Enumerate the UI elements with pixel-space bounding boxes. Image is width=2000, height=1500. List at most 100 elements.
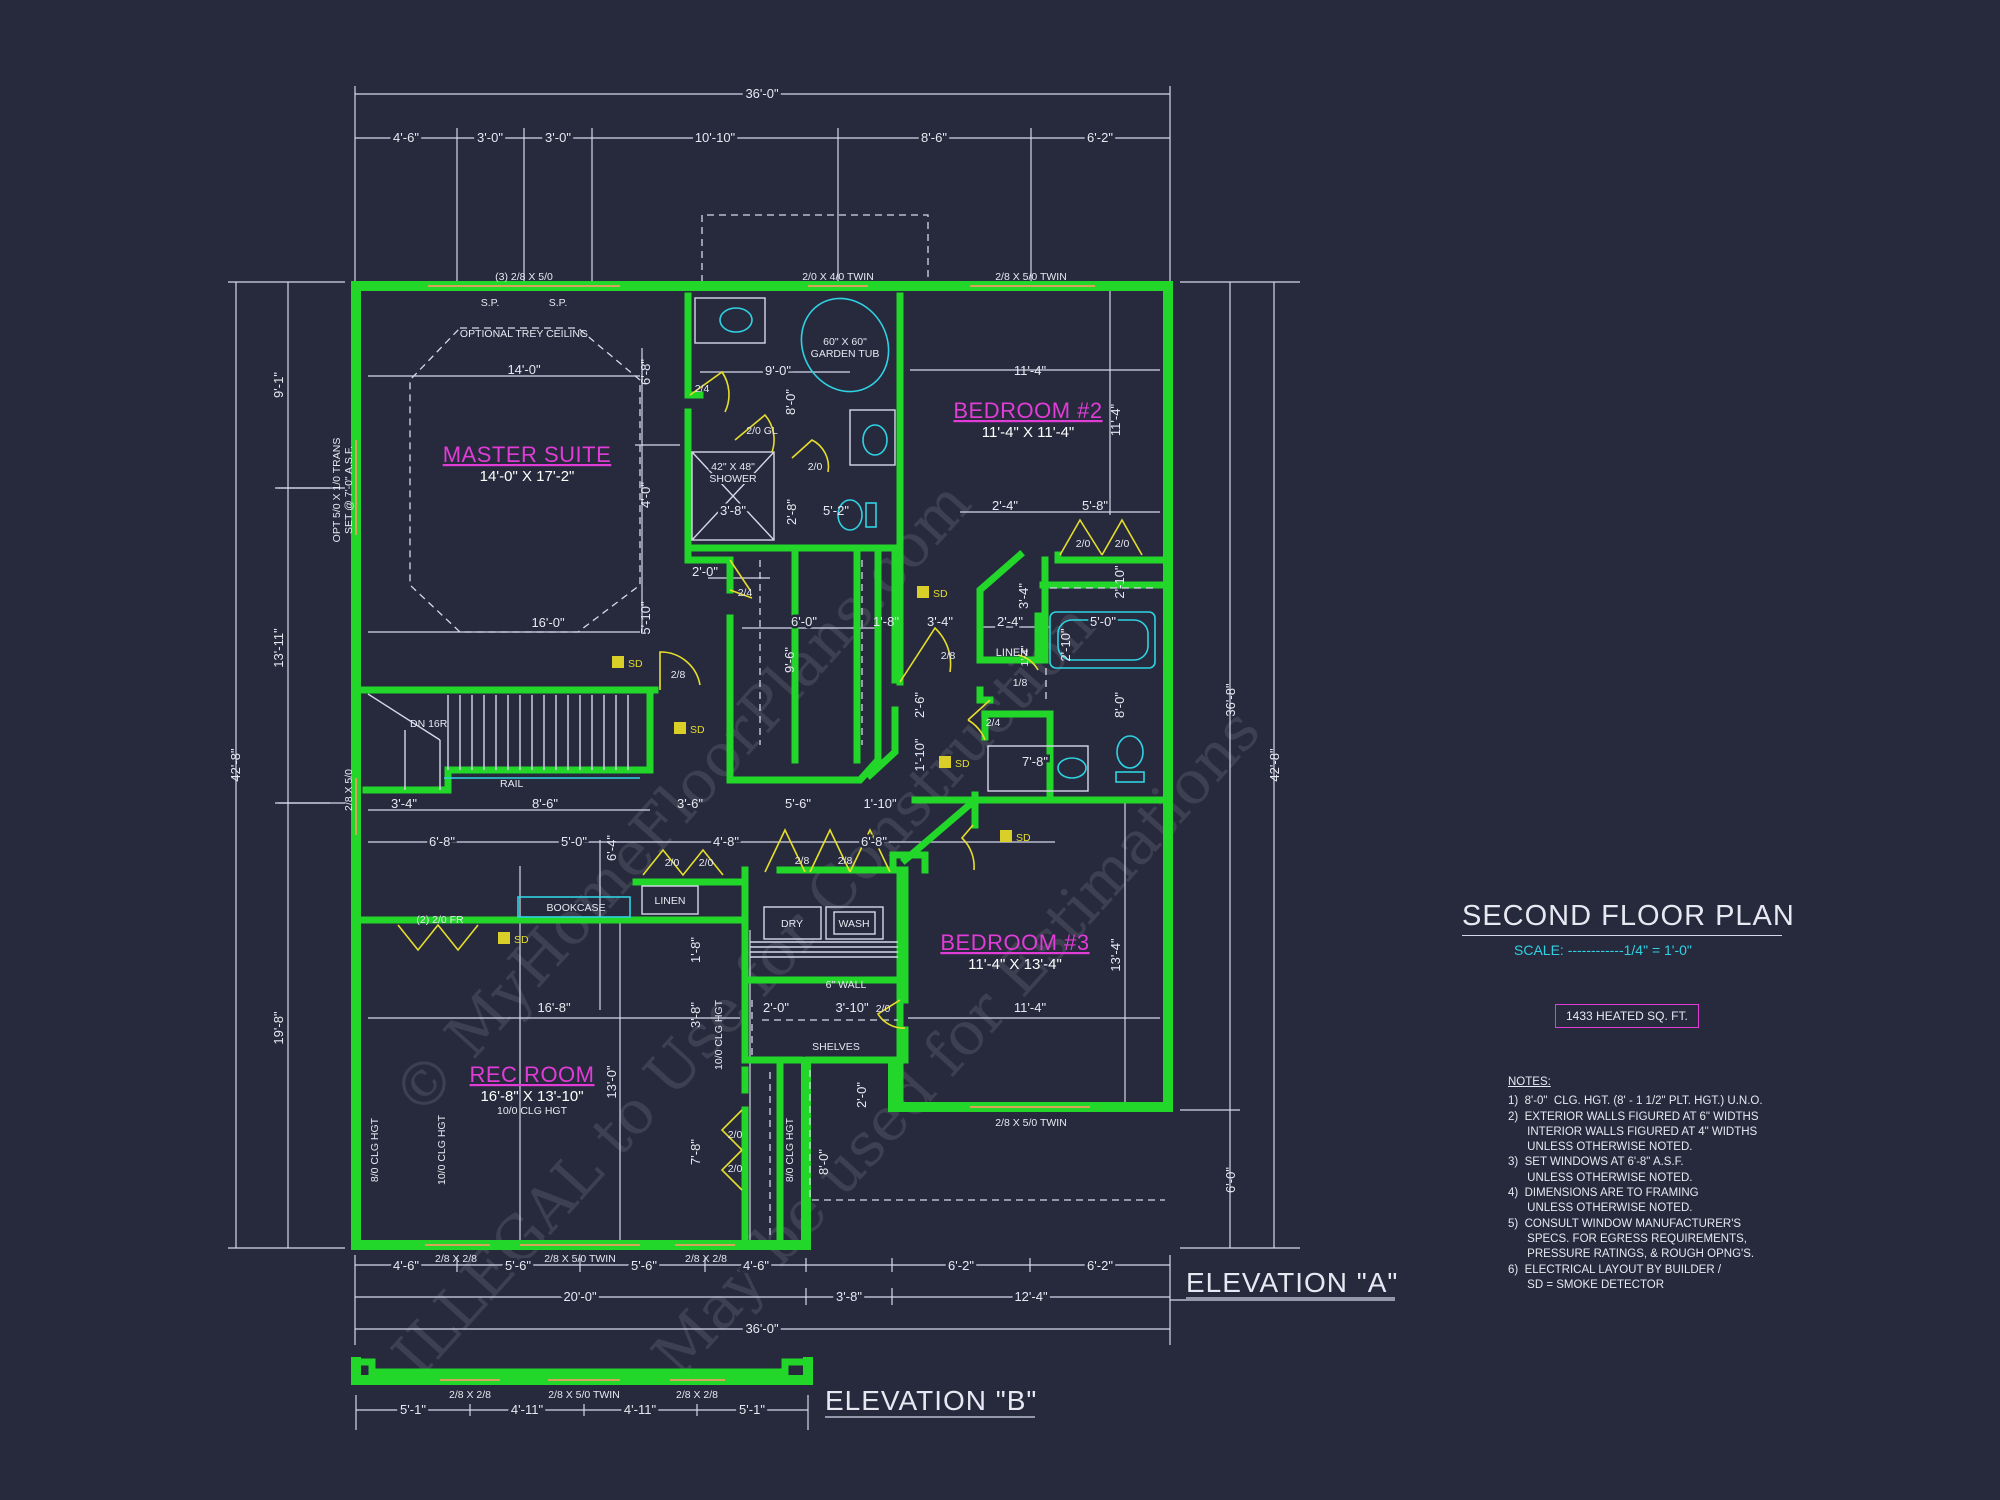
svg-text:13'-11": 13'-11" bbox=[271, 628, 286, 668]
bottom-dimensions: 4'-6" 5'-6" 5'-6" 4'-6" 6'-2" 6'-2" 20'-… bbox=[354, 1255, 1395, 1345]
svg-text:4'-11": 4'-11" bbox=[624, 1402, 657, 1417]
svg-text:2/8 X 5/0: 2/8 X 5/0 bbox=[343, 769, 355, 811]
svg-text:42'-8": 42'-8" bbox=[1267, 748, 1282, 782]
svg-text:2/8 X 5/0 TWIN: 2/8 X 5/0 TWIN bbox=[544, 1253, 616, 1265]
svg-text:8'-0": 8'-0" bbox=[816, 1149, 831, 1175]
svg-text:SHELVES: SHELVES bbox=[812, 1041, 860, 1053]
svg-text:5'-8": 5'-8" bbox=[1082, 498, 1108, 513]
svg-text:DN 16R: DN 16R bbox=[410, 718, 448, 730]
svg-text:OPTIONAL TREY CEILING: OPTIONAL TREY CEILING bbox=[460, 328, 588, 340]
svg-text:2/4: 2/4 bbox=[695, 383, 710, 395]
svg-text:5'-0": 5'-0" bbox=[561, 834, 587, 849]
svg-text:5'-6": 5'-6" bbox=[505, 1258, 531, 1273]
notes-title: NOTES: bbox=[1508, 1076, 1551, 1088]
note-line: PRESSURE RATINGS, & ROUGH OPNG'S. bbox=[1508, 1248, 1755, 1261]
svg-text:9'-1": 9'-1" bbox=[271, 372, 286, 398]
note-line: 1) 8'-0" CLG. HGT. (8' - 1 1/2" PLT. HGT… bbox=[1508, 1095, 1763, 1108]
svg-text:2/0: 2/0 bbox=[699, 857, 714, 869]
svg-text:2/8 X 5/0 TWIN: 2/8 X 5/0 TWIN bbox=[995, 1117, 1067, 1129]
note-line: UNLESS OTHERWISE NOTED. bbox=[1508, 1202, 1693, 1215]
svg-text:2/8: 2/8 bbox=[795, 855, 810, 867]
svg-text:2/0 GL: 2/0 GL bbox=[746, 425, 778, 437]
svg-text:SD: SD bbox=[1016, 832, 1031, 844]
svg-text:9'-0": 9'-0" bbox=[765, 363, 791, 378]
svg-text:3'-8": 3'-8" bbox=[688, 1002, 703, 1028]
interior-dimension-text: 9'-0" 8'-0" 6'-8" 4'-0" 5'-10" 3'-8" 5'-… bbox=[369, 359, 1129, 1185]
svg-text:14'-0": 14'-0" bbox=[507, 362, 541, 377]
svg-text:1'-8": 1'-8" bbox=[873, 614, 899, 629]
svg-text:10/0 CLG HGT: 10/0 CLG HGT bbox=[436, 1114, 448, 1185]
room-name-rec-room: REC ROOM bbox=[470, 1062, 595, 1087]
svg-text:3'-6": 3'-6" bbox=[677, 796, 703, 811]
svg-text:3'-4": 3'-4" bbox=[1016, 583, 1031, 609]
svg-text:5'-1": 5'-1" bbox=[400, 1402, 426, 1417]
svg-text:ELEVATION "A": ELEVATION "A" bbox=[1186, 1267, 1398, 1298]
svg-text:2'-0": 2'-0" bbox=[692, 564, 718, 579]
svg-text:3'-8": 3'-8" bbox=[836, 1289, 862, 1304]
svg-text:6'-8": 6'-8" bbox=[429, 834, 455, 849]
svg-text:4'-0": 4'-0" bbox=[638, 482, 653, 508]
svg-text:8'-6": 8'-6" bbox=[532, 796, 558, 811]
svg-text:6'-4": 6'-4" bbox=[604, 835, 619, 861]
svg-text:2/8: 2/8 bbox=[838, 855, 853, 867]
svg-text:2/8 X 5/0 TWIN: 2/8 X 5/0 TWIN bbox=[995, 271, 1067, 283]
svg-text:(2) 2/0 FR: (2) 2/0 FR bbox=[416, 914, 464, 926]
svg-text:ELEVATION "B": ELEVATION "B" bbox=[825, 1385, 1037, 1416]
svg-text:SHOWER: SHOWER bbox=[709, 473, 757, 485]
note-line: UNLESS OTHERWISE NOTED. bbox=[1508, 1141, 1693, 1154]
svg-text:SD: SD bbox=[628, 658, 643, 670]
svg-text:2/8: 2/8 bbox=[941, 650, 956, 662]
drawing-title: SECOND FLOOR PLAN bbox=[1462, 900, 1794, 936]
svg-text:11'-4": 11'-4" bbox=[1014, 1000, 1047, 1015]
note-line: 3) SET WINDOWS AT 6'-8" A.S.F. bbox=[1508, 1156, 1684, 1169]
svg-text:9'-6": 9'-6" bbox=[782, 647, 797, 673]
svg-text:2/0: 2/0 bbox=[876, 1003, 891, 1015]
notes-block: NOTES: 1) 8'-0" CLG. HGT. (8' - 1 1/2" P… bbox=[1508, 1075, 1828, 1293]
fixtures: OPTIONAL TREY CEILING 14'-0" 16'-0" 60" … bbox=[367, 297, 1165, 1240]
svg-text:6'-2": 6'-2" bbox=[1087, 130, 1113, 145]
svg-text:2/8 X 2/8: 2/8 X 2/8 bbox=[449, 1389, 491, 1401]
svg-text:SD: SD bbox=[933, 588, 948, 600]
svg-text:16'-0": 16'-0" bbox=[531, 615, 565, 630]
svg-text:6'-0": 6'-0" bbox=[791, 614, 817, 629]
heated-sqft-badge: 1433 HEATED SQ. FT. bbox=[1555, 1004, 1699, 1028]
svg-text:5'-10": 5'-10" bbox=[638, 601, 653, 635]
svg-text:11'-4" X 11'-4": 11'-4" X 11'-4" bbox=[982, 424, 1075, 441]
room-labels: MASTER SUITE 14'-0" X 17'-2" BEDROOM #2 … bbox=[443, 398, 1102, 1117]
svg-text:2'-10": 2'-10" bbox=[1058, 628, 1073, 662]
svg-text:12'-4": 12'-4" bbox=[1014, 1289, 1048, 1304]
svg-text:11'-4": 11'-4" bbox=[1014, 363, 1047, 378]
note-line: UNLESS OTHERWISE NOTED. bbox=[1508, 1171, 1693, 1184]
svg-text:8/0 CLG HGT: 8/0 CLG HGT bbox=[784, 1117, 796, 1182]
svg-text:4'-8": 4'-8" bbox=[713, 834, 739, 849]
svg-text:10'-10": 10'-10" bbox=[695, 130, 736, 145]
svg-text:1'-4": 1'-4" bbox=[1019, 645, 1031, 666]
svg-text:(3) 2/8 X 5/0: (3) 2/8 X 5/0 bbox=[495, 271, 553, 283]
svg-text:RAIL: RAIL bbox=[500, 778, 524, 790]
svg-text:GARDEN TUB: GARDEN TUB bbox=[811, 348, 880, 360]
svg-text:2/8 X 2/8: 2/8 X 2/8 bbox=[676, 1389, 718, 1401]
svg-text:4'-6": 4'-6" bbox=[743, 1258, 769, 1273]
svg-text:5'-6": 5'-6" bbox=[631, 1258, 657, 1273]
svg-text:2/8 X 2/8: 2/8 X 2/8 bbox=[435, 1253, 477, 1265]
room-name-bedroom-3: BEDROOM #3 bbox=[940, 930, 1089, 955]
svg-text:2'-4": 2'-4" bbox=[992, 498, 1018, 513]
svg-text:DRY: DRY bbox=[781, 918, 803, 930]
svg-text:5'-2": 5'-2" bbox=[823, 503, 849, 518]
svg-text:1'-8": 1'-8" bbox=[688, 937, 703, 963]
top-dimensions: 36'-0" 4'-6" 3'-0" 3'-0" 10'-10" 8'-6" 6… bbox=[354, 83, 1171, 282]
svg-text:2'-4": 2'-4" bbox=[997, 614, 1023, 629]
svg-text:3'-10": 3'-10" bbox=[835, 1000, 869, 1015]
svg-text:4'-6": 4'-6" bbox=[393, 130, 419, 145]
left-dimensions: 42'-8" 9'-1" 13'-11" 19'-8" bbox=[228, 281, 345, 1249]
svg-text:S.P.: S.P. bbox=[549, 297, 568, 309]
svg-text:8/0 CLG HGT: 8/0 CLG HGT bbox=[369, 1117, 381, 1182]
elevation-labels: ELEVATION "A" ELEVATION "B" bbox=[825, 1267, 1398, 1418]
svg-text:36'-0": 36'-0" bbox=[745, 1321, 779, 1336]
svg-text:10/0 CLG HGT: 10/0 CLG HGT bbox=[713, 999, 725, 1070]
doors bbox=[397, 370, 1143, 1191]
smoke-detectors: SD SD SD SD SD SD bbox=[498, 586, 1031, 946]
svg-text:SD: SD bbox=[690, 724, 705, 736]
svg-text:WASH: WASH bbox=[838, 918, 869, 930]
svg-text:2/8: 2/8 bbox=[671, 669, 686, 681]
